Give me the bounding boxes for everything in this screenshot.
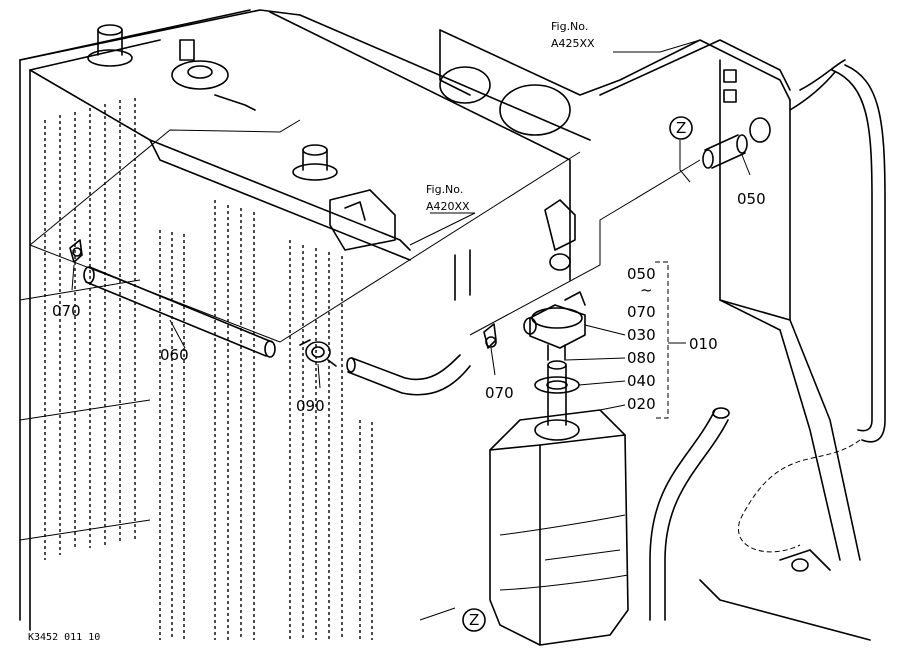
callout-080: 080	[627, 349, 656, 367]
callout-030: 030	[627, 326, 656, 344]
assembly-range-bottom: 070	[627, 303, 656, 321]
gasket-040	[534, 376, 580, 394]
section-marker-circle	[462, 608, 486, 632]
leader-lines	[29, 39, 751, 621]
callout-070: 070	[52, 302, 81, 320]
fig-ref-label: Fig.No.	[426, 183, 463, 196]
section-marker-label: Z	[469, 611, 479, 629]
hose-050	[702, 134, 748, 169]
callout-090: 090	[296, 397, 325, 415]
hose-clamp-090	[299, 339, 337, 367]
clip-070-left	[69, 239, 83, 263]
frame-shroud	[269, 11, 871, 641]
assembly-range-tilde: ~	[640, 281, 653, 299]
radiator-upper-tank	[19, 9, 411, 261]
radiator-core	[19, 9, 373, 640]
overflow-hose	[737, 59, 886, 553]
assembly-range-top: 050	[627, 265, 656, 283]
lower-hose	[649, 407, 730, 621]
hose-curved	[346, 354, 471, 396]
tank-cap-030	[523, 291, 586, 361]
fig-ref-label: Fig.No.	[551, 20, 588, 33]
callout-050: 050	[737, 190, 766, 208]
drawing-code: K3452 011 10	[28, 632, 100, 643]
hose-060	[83, 266, 276, 358]
callout-020: 020	[627, 395, 656, 413]
callout-060: 060	[160, 346, 189, 364]
reserve-tank-020	[489, 409, 629, 646]
clip-070-right	[483, 323, 497, 349]
section-marker-label: Z	[676, 119, 686, 137]
assembly-bracket	[655, 261, 686, 419]
fig-ref-number: A425XX	[551, 37, 595, 50]
fig-ref-number: A420XX	[426, 200, 470, 213]
callout-040: 040	[627, 372, 656, 390]
callout-010: 010	[689, 335, 718, 353]
section-marker-circle	[669, 116, 693, 140]
callout-070: 070	[485, 384, 514, 402]
